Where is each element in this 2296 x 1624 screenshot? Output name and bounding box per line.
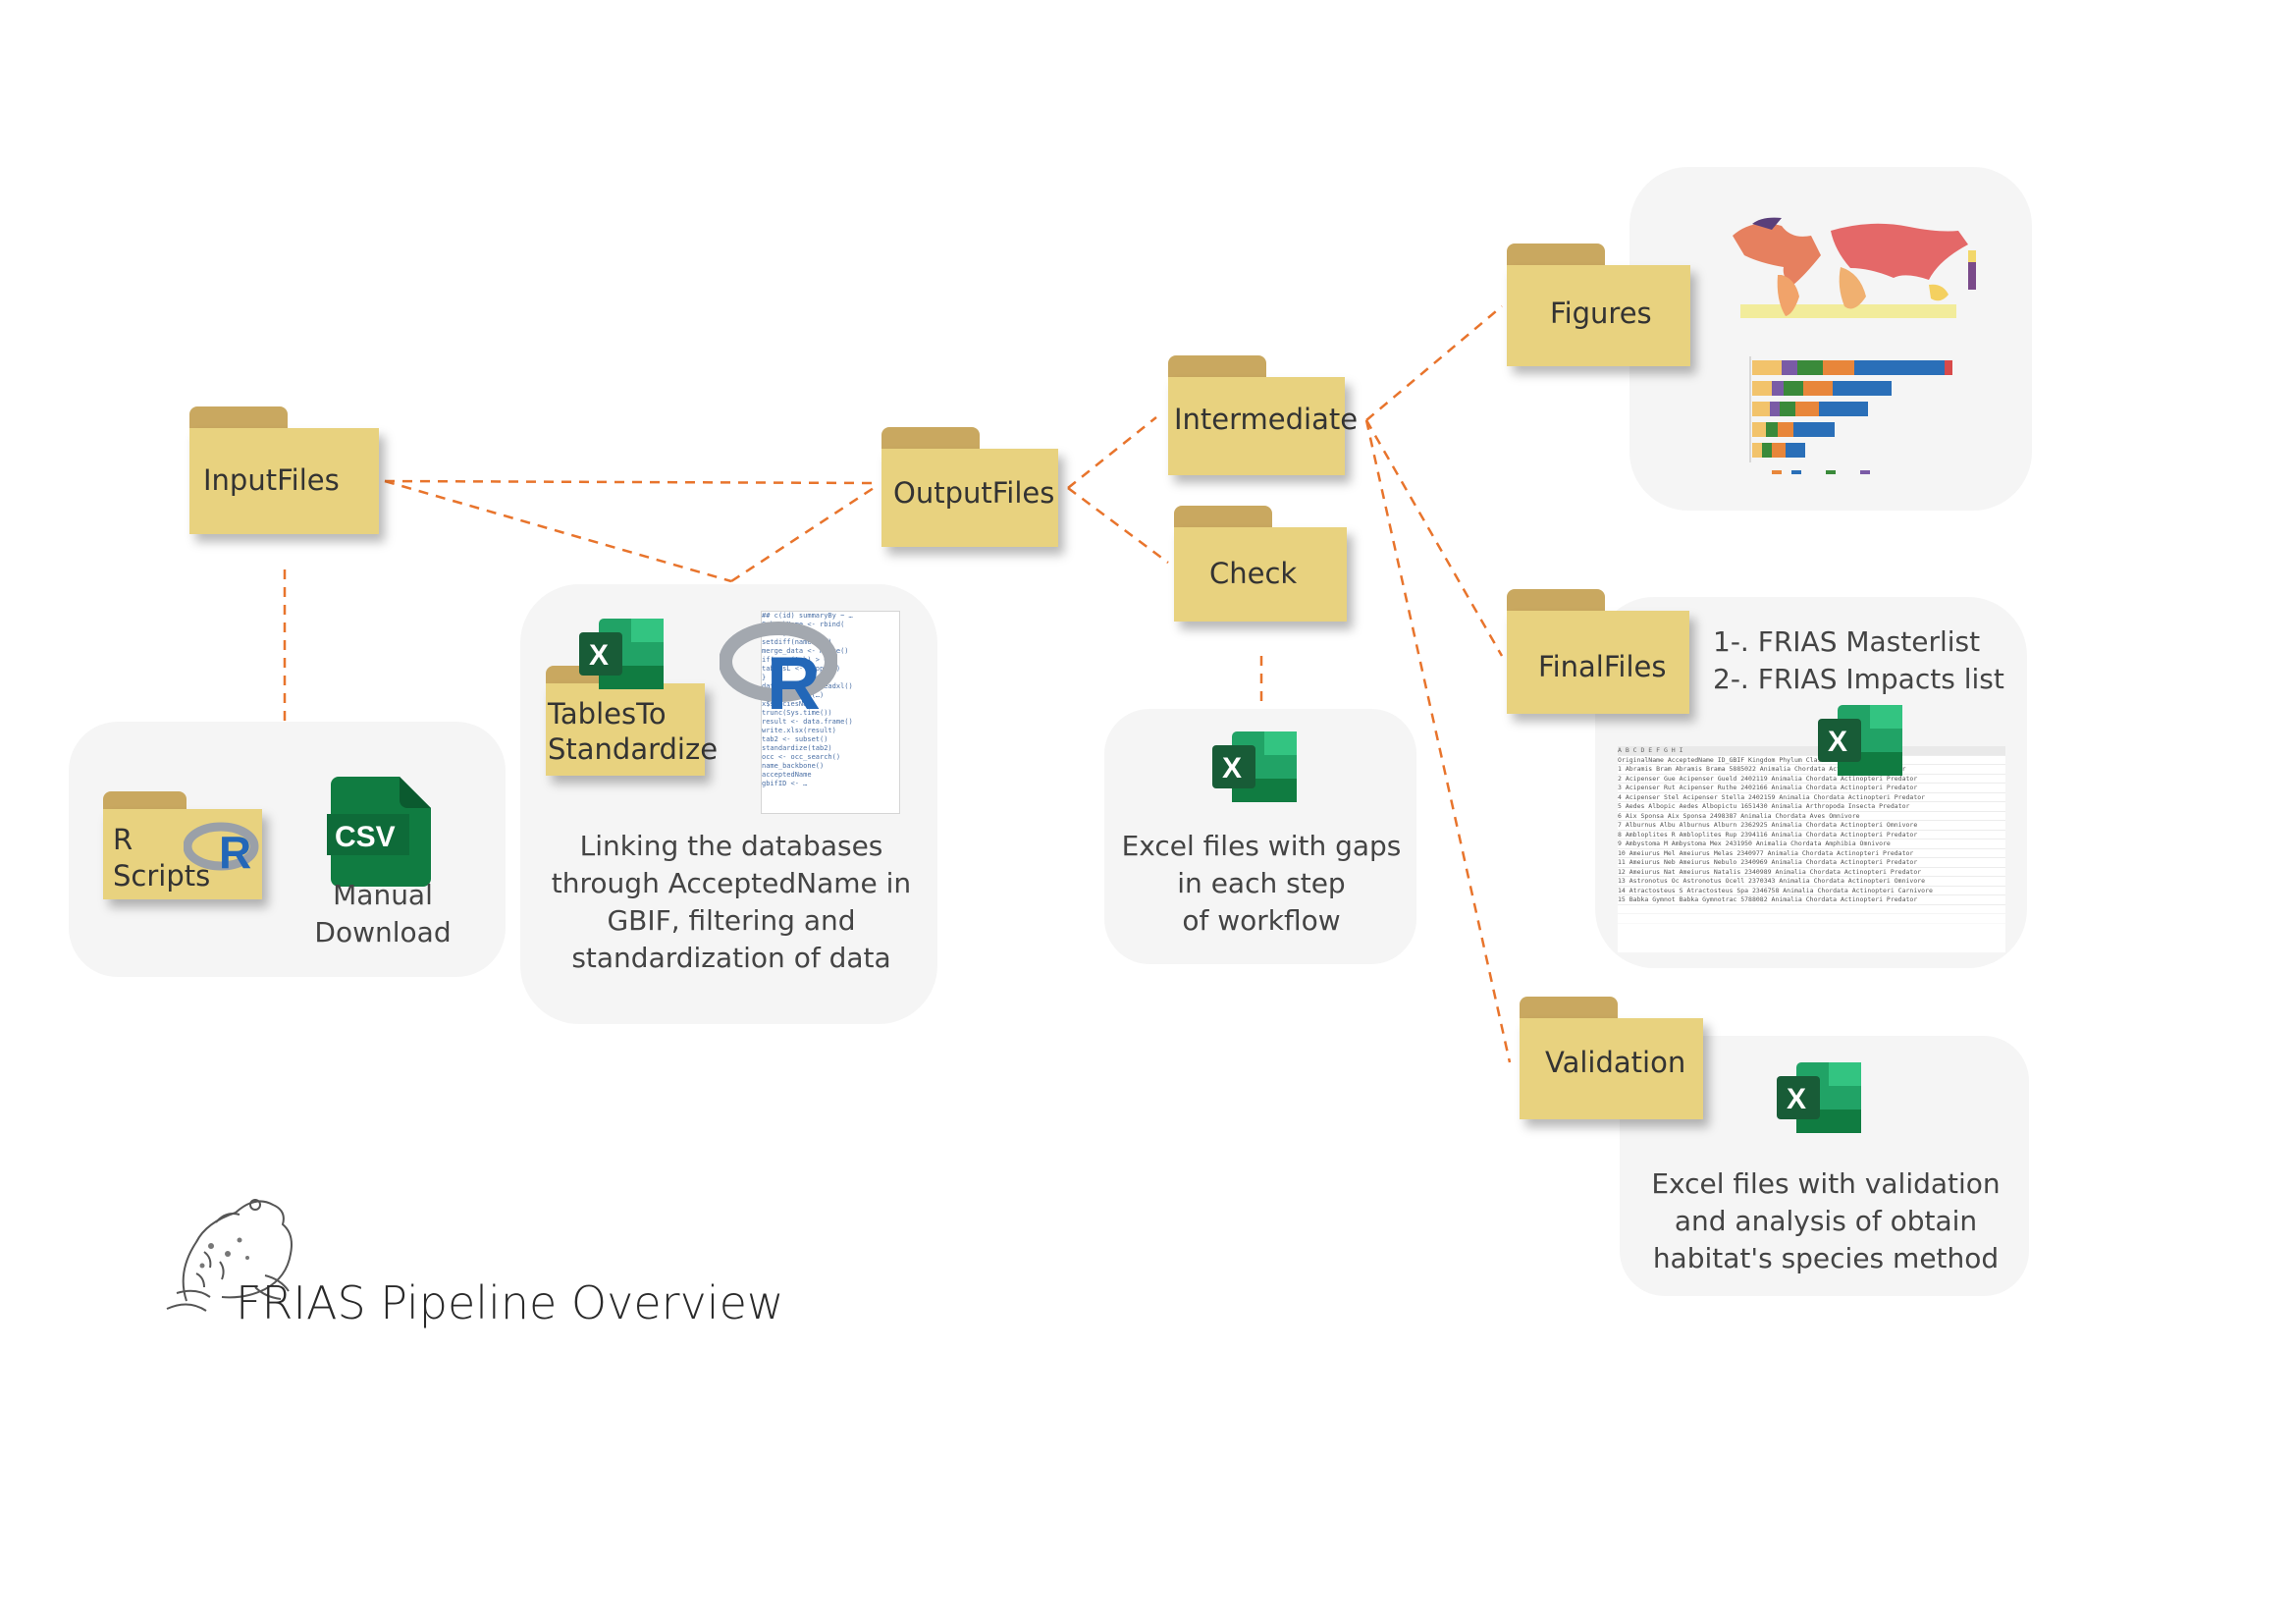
- tables-label-line1: TablesTo: [548, 697, 667, 731]
- spreadsheet-preview: A B C D E F G H I OriginalName AcceptedN…: [1618, 746, 2005, 952]
- diagram-title: FRIAS Pipeline Overview: [236, 1276, 784, 1329]
- figures-label: Figures: [1550, 297, 1652, 330]
- csv-file-icon: CSV: [327, 777, 431, 887]
- svg-text:X: X: [589, 639, 609, 672]
- frog-logo-icon: [166, 1199, 293, 1312]
- output-files-label: OutputFiles: [893, 476, 1055, 510]
- final-item-impacts: 2-. FRIAS Impacts list: [1713, 663, 2004, 695]
- validation-caption: Excel files with validation and analysis…: [1651, 1167, 2001, 1274]
- r-scripts-label-line1: R: [113, 823, 133, 856]
- excel-icon: X: [579, 619, 664, 689]
- svg-text:R: R: [767, 642, 821, 719]
- stacked-bar-figure: [1749, 356, 1952, 474]
- intermediate-folder[interactable]: Intermediate: [1168, 355, 1358, 475]
- tables-to-standardize-folder[interactable]: TablesTo Standardize: [546, 666, 718, 776]
- excel-icon: X: [1818, 705, 1902, 776]
- r-scripts-label-line2: Scripts: [113, 859, 211, 893]
- final-item-masterlist: 1-. FRIAS Masterlist: [1713, 625, 1981, 658]
- output-files-folder[interactable]: OutputFiles: [881, 427, 1058, 547]
- validation-label: Validation: [1545, 1046, 1686, 1079]
- linking-caption: Linking the databases through AcceptedNa…: [551, 830, 912, 974]
- intermediate-to-validation-line: [1364, 419, 1512, 1063]
- figures-folder[interactable]: Figures: [1507, 244, 1690, 366]
- input-to-output-line: [384, 479, 875, 485]
- svg-text:R: R: [219, 827, 251, 878]
- intermediate-label: Intermediate: [1174, 403, 1359, 436]
- output-to-check-line: [1067, 486, 1169, 565]
- check-folder[interactable]: Check: [1174, 506, 1347, 622]
- r-logo-icon: R: [184, 822, 259, 878]
- svg-text:X: X: [1828, 726, 1847, 758]
- linking-to-output-line: [730, 486, 875, 583]
- input-files-label: InputFiles: [203, 463, 340, 497]
- manual-download-caption: Manual Download: [314, 879, 452, 948]
- r-script-screenshot: ## c(id) summaryBy ~ …ScheckName <- rbin…: [761, 611, 900, 814]
- svg-text:CSV: CSV: [335, 821, 396, 853]
- intermediate-to-final-line: [1364, 419, 1504, 657]
- world-map-figure: [1733, 217, 1976, 318]
- final-files-folder[interactable]: FinalFiles: [1507, 589, 1689, 714]
- excel-icon: X: [1212, 731, 1297, 802]
- tables-label-line2: Standardize: [548, 732, 719, 766]
- check-caption: Excel files with gaps in each step of wo…: [1121, 830, 1402, 937]
- validation-folder[interactable]: Validation: [1520, 997, 1703, 1119]
- final-files-label: FinalFiles: [1538, 650, 1667, 683]
- r-scripts-folder[interactable]: R Scripts R: [103, 791, 262, 899]
- excel-icon: X: [1777, 1062, 1861, 1133]
- input-to-linking-line: [384, 479, 732, 583]
- figures-panel: [1629, 167, 2032, 511]
- intermediate-to-figures-line: [1365, 305, 1503, 421]
- r-logo-large-icon: R: [720, 622, 837, 719]
- svg-text:X: X: [1222, 752, 1242, 785]
- check-label: Check: [1209, 557, 1298, 590]
- final-files-list: 1-. FRIAS Masterlist 2-. FRIAS Impacts l…: [1713, 623, 2007, 698]
- input-files-folder[interactable]: InputFiles: [189, 406, 379, 534]
- svg-text:X: X: [1787, 1083, 1806, 1115]
- output-to-intermediate-line: [1067, 416, 1157, 489]
